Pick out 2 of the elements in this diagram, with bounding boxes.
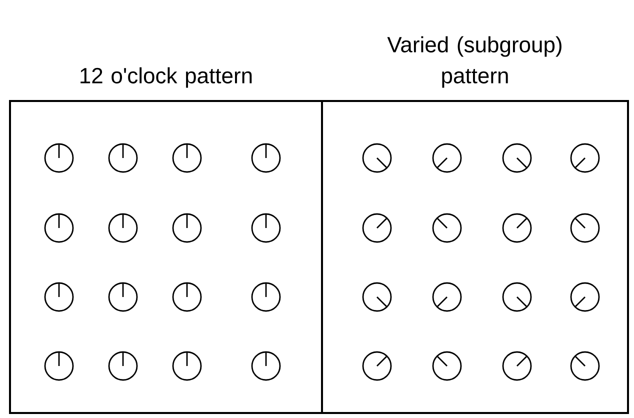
- panel-heading: 12 o'clock pattern: [80, 67, 252, 88]
- panel-heading: Varied (subgroup) pattern: [387, 36, 562, 88]
